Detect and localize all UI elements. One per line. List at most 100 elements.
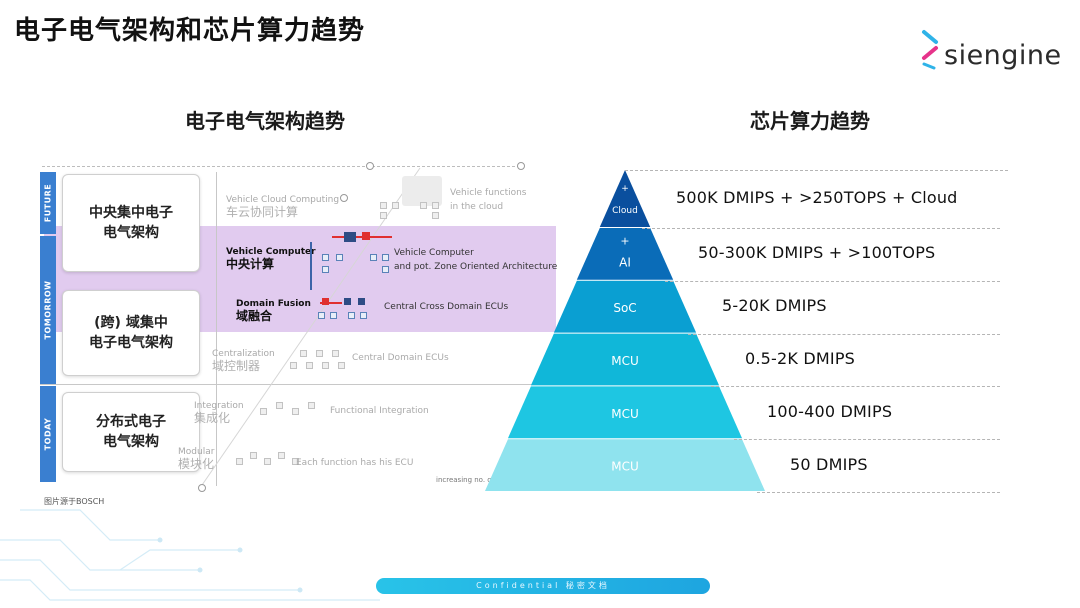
image-source-caption: 图片源于BOSCH — [44, 497, 105, 506]
desc-modular: Each function has his ECU — [296, 458, 414, 468]
axis-note: increasing no. of f — [436, 476, 499, 484]
slide-title: 电子电气架构和芯片算力趋势 — [14, 16, 366, 46]
ecu-node — [260, 408, 267, 415]
ecu-node — [250, 452, 257, 459]
tier-label: AI — [619, 255, 631, 269]
stage-marker — [198, 484, 206, 492]
ecu-node — [392, 202, 399, 209]
tier-value: 100-400 DMIPS — [767, 401, 893, 421]
tier-separator — [665, 280, 1000, 282]
pyramid-tier — [530, 333, 720, 386]
tier-separator — [734, 439, 1000, 441]
ecu-node — [370, 254, 377, 261]
tier-value: 50 DMIPS — [790, 454, 868, 474]
ecu-node — [236, 458, 243, 465]
pyramid-tier — [553, 280, 697, 333]
distributed-architecture-box: 分布式电子电气架构 — [62, 392, 200, 472]
axis-connector — [310, 242, 312, 290]
ecu-node — [380, 212, 387, 219]
ecu-node — [432, 202, 439, 209]
trend-diagonal — [199, 167, 421, 489]
ecu-node — [382, 266, 389, 273]
tier-label: MCU — [611, 354, 639, 368]
siengine-logo: siengine — [918, 28, 1068, 78]
band-future: FUTURE — [40, 172, 56, 234]
confidential-bar: Confidential 秘密文档 — [376, 578, 710, 594]
pyramid-tier — [485, 439, 765, 491]
logo-mark-icon — [922, 30, 938, 70]
ecu-node — [338, 362, 345, 369]
timeline-node — [517, 162, 525, 170]
stage-axis-line — [216, 172, 217, 486]
timeline-top-line — [42, 166, 520, 167]
desc-domain-fusion: Central Cross Domain ECUs — [384, 302, 509, 312]
tier-value: 5-20K DMIPS — [722, 296, 827, 316]
ecu-node — [432, 212, 439, 219]
circuit-decoration — [0, 509, 380, 601]
band-today: TODAY — [40, 386, 56, 482]
ecu-node — [292, 458, 299, 465]
fusion-node — [344, 298, 351, 305]
central-architecture-box: 中央集中电子电气架构 — [62, 174, 200, 272]
desc-centralization: Central Domain ECUs — [352, 353, 449, 363]
ecu-node — [380, 202, 387, 209]
ecu-node — [322, 362, 329, 369]
architecture-diagram: FUTURE TOMORROW TODAY 中央集中电子电气架构 (跨) 域集中… — [40, 162, 560, 492]
tier-label: Cloud — [612, 206, 638, 216]
ecu-node — [318, 312, 325, 319]
tier-label-top: + — [620, 234, 629, 247]
tier-separator — [757, 492, 1000, 493]
domain-architecture-box: (跨) 域集中电子电气架构 — [62, 290, 200, 376]
ecu-node — [322, 254, 329, 261]
confidential-text: Confidential 秘密文档 — [476, 581, 610, 590]
ecu-node — [306, 362, 313, 369]
ecu-node — [336, 254, 343, 261]
central-computer-node — [344, 232, 356, 242]
ecu-node — [276, 402, 283, 409]
pyramid-tier — [507, 386, 743, 439]
tier-separator — [688, 333, 1000, 335]
pyramid-tier — [599, 170, 651, 227]
ecu-node — [330, 312, 337, 319]
tier-separator — [625, 170, 1008, 171]
fusion-link — [320, 302, 342, 304]
ecu-node — [308, 402, 315, 409]
ecu-node — [360, 312, 367, 319]
tier-label: SoC — [613, 301, 636, 315]
ecu-node — [332, 350, 339, 357]
ecu-node — [382, 254, 389, 261]
stage-marker — [340, 194, 348, 202]
tier-separator — [642, 228, 1000, 229]
zone-node — [362, 232, 370, 240]
fusion-node — [322, 298, 329, 305]
tier-value: 0.5-2K DMIPS — [745, 349, 856, 368]
cloud-illustration — [402, 176, 442, 206]
ecu-node — [278, 452, 285, 459]
band-tomorrow: TOMORROW — [40, 236, 56, 384]
tier-separator — [711, 386, 1000, 388]
tier-value: 50-300K DMIPS + >100TOPS — [698, 243, 936, 263]
ecu-node — [290, 362, 297, 369]
ecu-node — [300, 350, 307, 357]
timeline-node — [366, 162, 374, 170]
band-separator — [40, 384, 560, 385]
tier-value: 500K DMIPS + >250TOPS + Cloud — [676, 188, 958, 207]
tier-label: MCU — [611, 460, 639, 474]
desc-integration: Functional Integration — [330, 406, 429, 416]
ecu-node — [348, 312, 355, 319]
ecu-node — [420, 202, 427, 209]
ecu-node — [322, 266, 329, 273]
architecture-trend-heading: 电子电气架构趋势 — [185, 109, 345, 133]
pyramid-tier — [576, 228, 674, 280]
ecu-node — [264, 458, 271, 465]
tier-label: MCU — [611, 407, 639, 421]
